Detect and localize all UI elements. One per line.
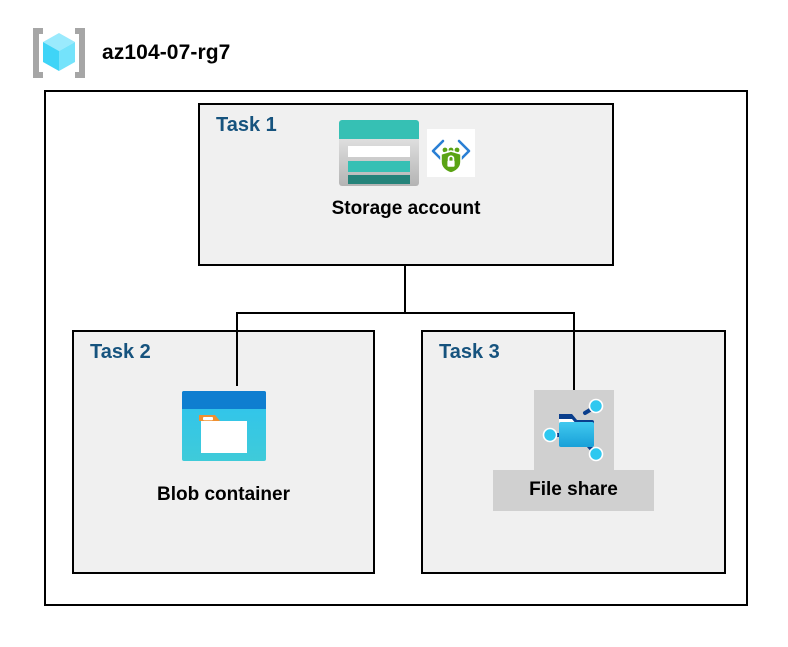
resource-group-title: az104-07-rg7 bbox=[102, 41, 231, 64]
blob-container-icon-group bbox=[181, 390, 267, 462]
node-caption-blob-container: Blob container bbox=[156, 484, 290, 505]
connector-bus bbox=[236, 312, 575, 314]
storage-account-icon bbox=[337, 118, 421, 188]
blob-container-icon bbox=[181, 390, 267, 462]
node-caption-file-share: File share bbox=[493, 470, 654, 511]
connector-bus-to-blob bbox=[236, 312, 238, 386]
storage-account-icon-group bbox=[337, 118, 475, 188]
file-share-icon-group bbox=[533, 390, 614, 470]
file-share-icon bbox=[539, 395, 609, 465]
resource-group-icon bbox=[30, 26, 88, 80]
task-label-2: Task 2 bbox=[90, 341, 151, 363]
node-caption-storage-account: Storage account bbox=[331, 198, 481, 219]
node-file-share[interactable]: File share bbox=[421, 390, 726, 511]
secure-api-shield-icon bbox=[427, 129, 475, 177]
connector-storage-to-bus bbox=[404, 266, 406, 312]
connector-bus-to-fileshare bbox=[573, 312, 575, 390]
resource-group-header: az104-07-rg7 bbox=[30, 26, 230, 80]
task-label-3: Task 3 bbox=[439, 341, 500, 363]
node-blob-container[interactable]: Blob container bbox=[72, 390, 375, 506]
node-storage-account[interactable]: Storage account bbox=[198, 118, 614, 220]
task-label-1: Task 1 bbox=[216, 114, 277, 136]
